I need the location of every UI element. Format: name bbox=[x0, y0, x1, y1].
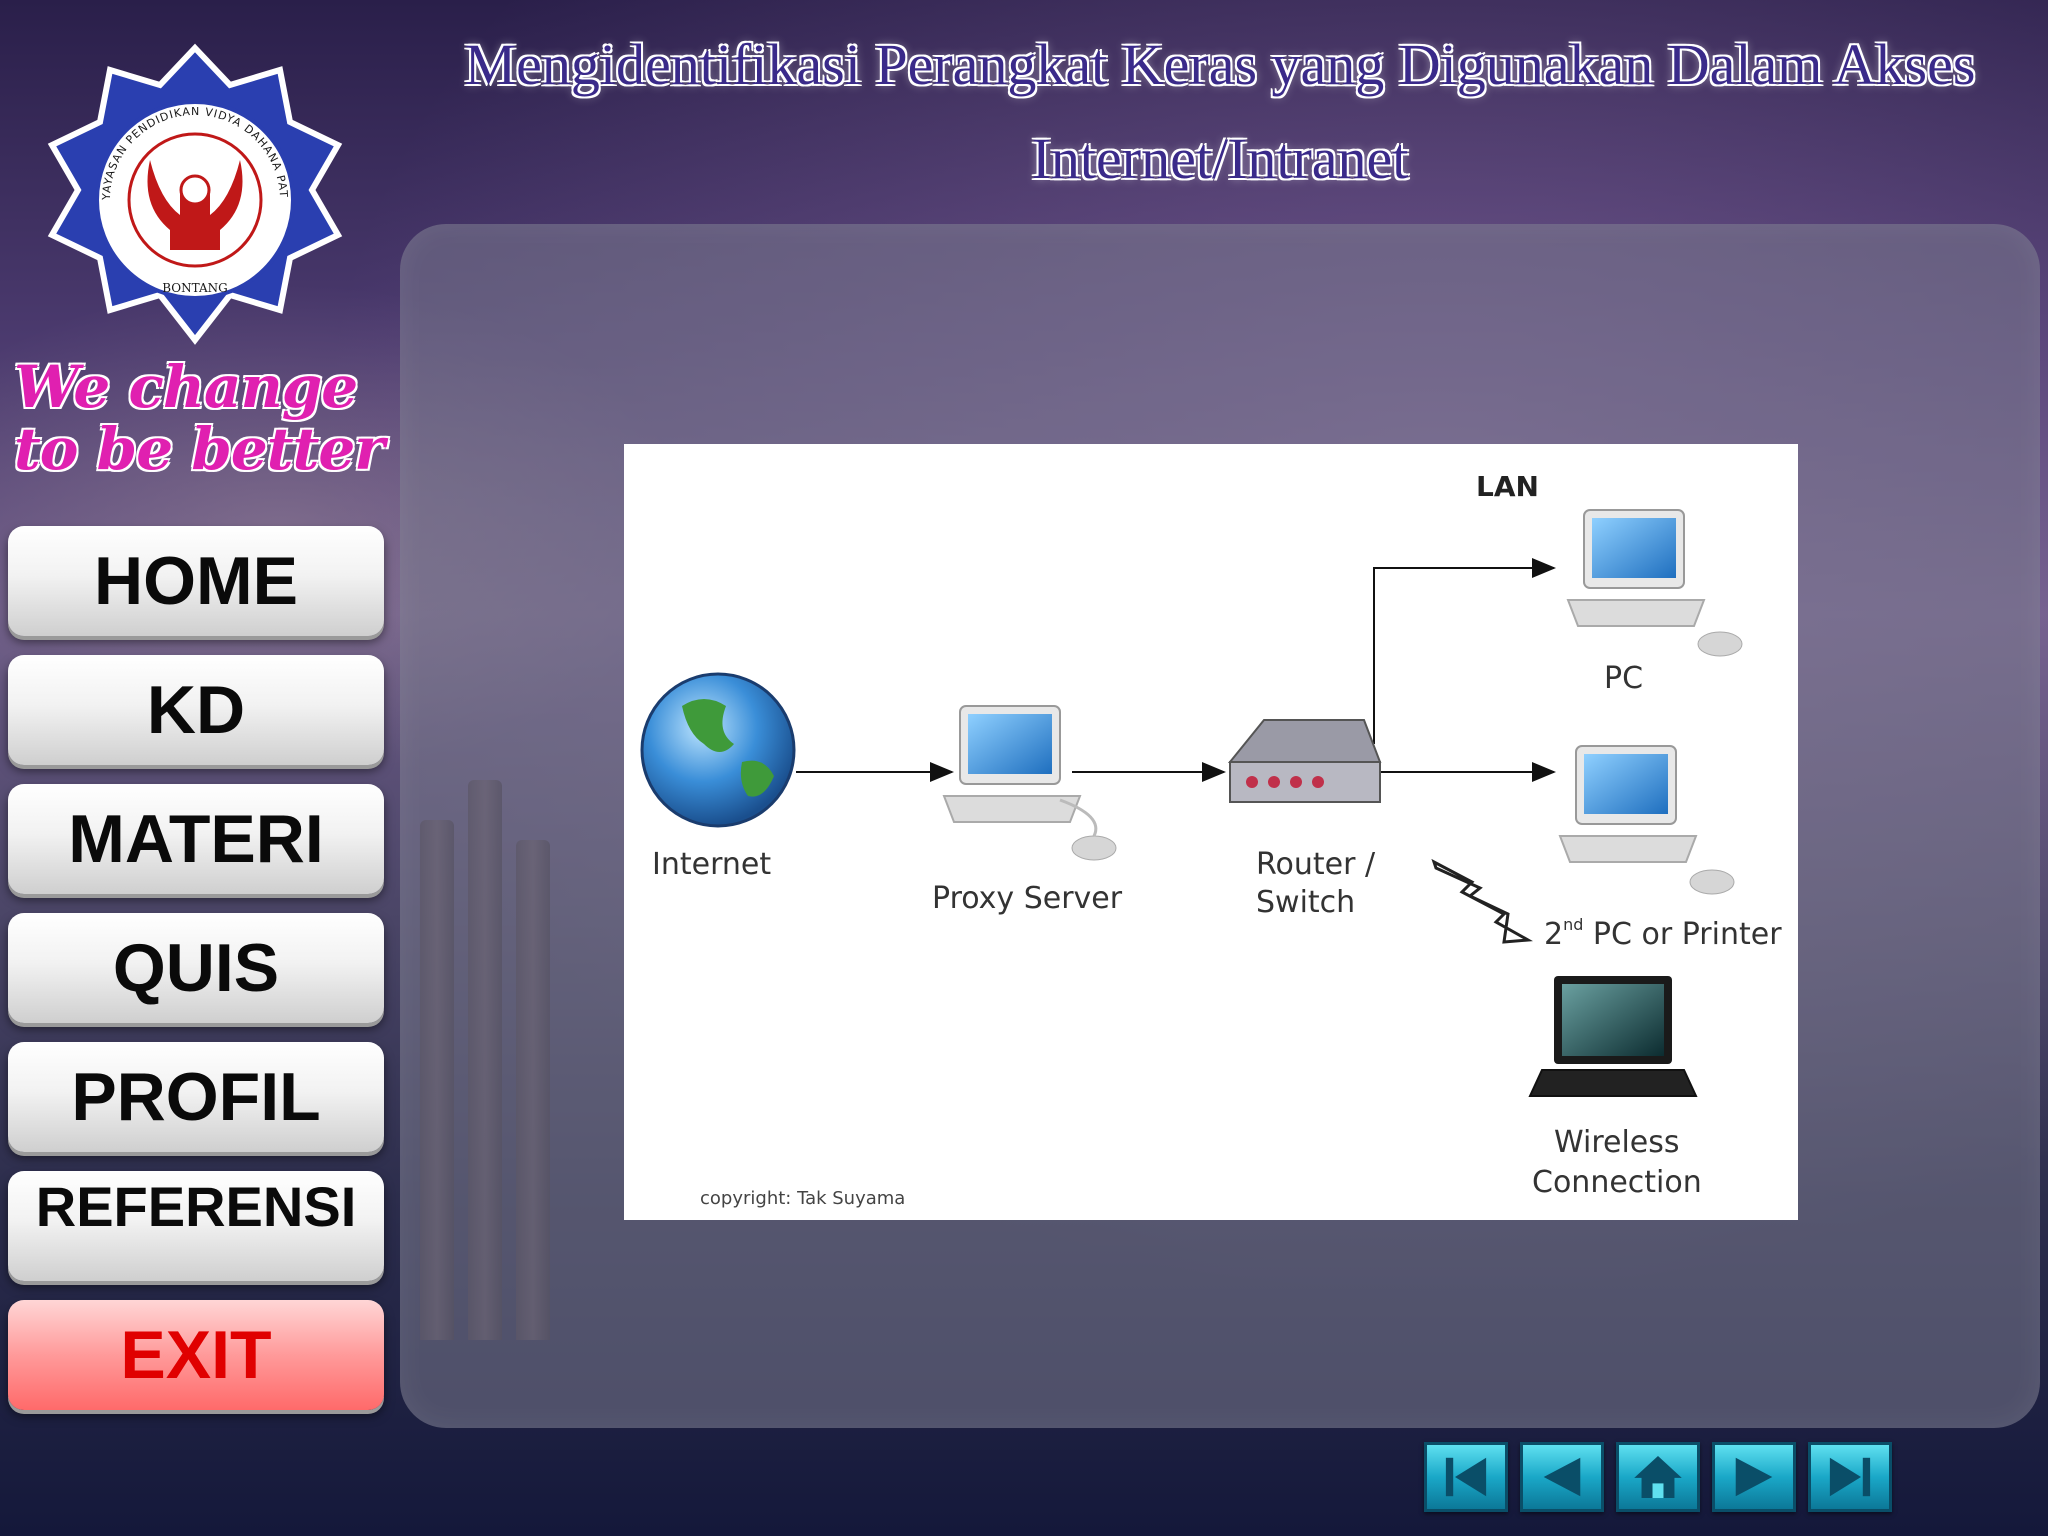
page-title: Mengidentifikasi Perangkat Keras yang Di… bbox=[410, 18, 2030, 206]
materi-button[interactable]: MATERI bbox=[8, 784, 384, 894]
proxy-server-icon bbox=[942, 705, 1117, 861]
slogan-line2: to be better bbox=[14, 415, 385, 483]
proxy-label: Proxy Server bbox=[932, 881, 1123, 916]
second-pc-label: 2nd PC or Printer bbox=[1544, 915, 1782, 952]
slogan-line1: We change bbox=[14, 353, 358, 421]
slogan: We change to be better bbox=[14, 356, 394, 480]
router-label-line1: Router / bbox=[1256, 847, 1376, 882]
prev-icon[interactable] bbox=[1520, 1442, 1604, 1512]
pc-icon bbox=[1566, 509, 1743, 657]
wireless-label-line1: Wireless bbox=[1554, 1125, 1680, 1160]
diagram-copyright: copyright: Tak Suyama bbox=[700, 1188, 905, 1209]
first-icon[interactable] bbox=[1424, 1442, 1508, 1512]
internet-label: Internet bbox=[652, 847, 771, 882]
slide-nav-bar bbox=[1424, 1442, 1894, 1512]
exit-button[interactable]: EXIT bbox=[8, 1300, 384, 1410]
wireless-bolt-icon bbox=[1431, 858, 1533, 944]
quis-button[interactable]: QUIS bbox=[8, 913, 384, 1023]
second-pc-icon bbox=[1558, 745, 1735, 895]
page-title-line1: Mengidentifikasi Perangkat Keras yang Di… bbox=[464, 32, 1976, 97]
school-logo: YAYASAN PENDIDIKAN VIDYA DAHANA PATRA BO… bbox=[40, 40, 343, 345]
home-button[interactable]: HOME bbox=[8, 526, 384, 636]
kd-button[interactable]: KD bbox=[8, 655, 384, 765]
logo-city: BONTANG bbox=[162, 281, 227, 295]
profil-button[interactable]: PROFIL bbox=[8, 1042, 384, 1152]
router-icon bbox=[1227, 719, 1382, 803]
home-icon[interactable] bbox=[1616, 1442, 1700, 1512]
next-icon[interactable] bbox=[1712, 1442, 1796, 1512]
router-label-line2: Switch bbox=[1256, 885, 1355, 920]
lan-label: LAN bbox=[1476, 470, 1539, 503]
wireless-label-line2: Connection bbox=[1532, 1165, 1702, 1200]
internet-globe-icon bbox=[640, 672, 796, 828]
pc-label: PC bbox=[1604, 661, 1643, 696]
referensi-button[interactable]: REFERENSI bbox=[8, 1171, 384, 1281]
last-icon[interactable] bbox=[1808, 1442, 1892, 1512]
page-title-line2: Internet/Intranet bbox=[1031, 126, 1409, 191]
network-diagram: LAN Internet Proxy Server Router / Switc… bbox=[624, 444, 1798, 1220]
laptop-icon bbox=[1528, 976, 1698, 1097]
router-to-pc-line bbox=[1373, 558, 1556, 744]
